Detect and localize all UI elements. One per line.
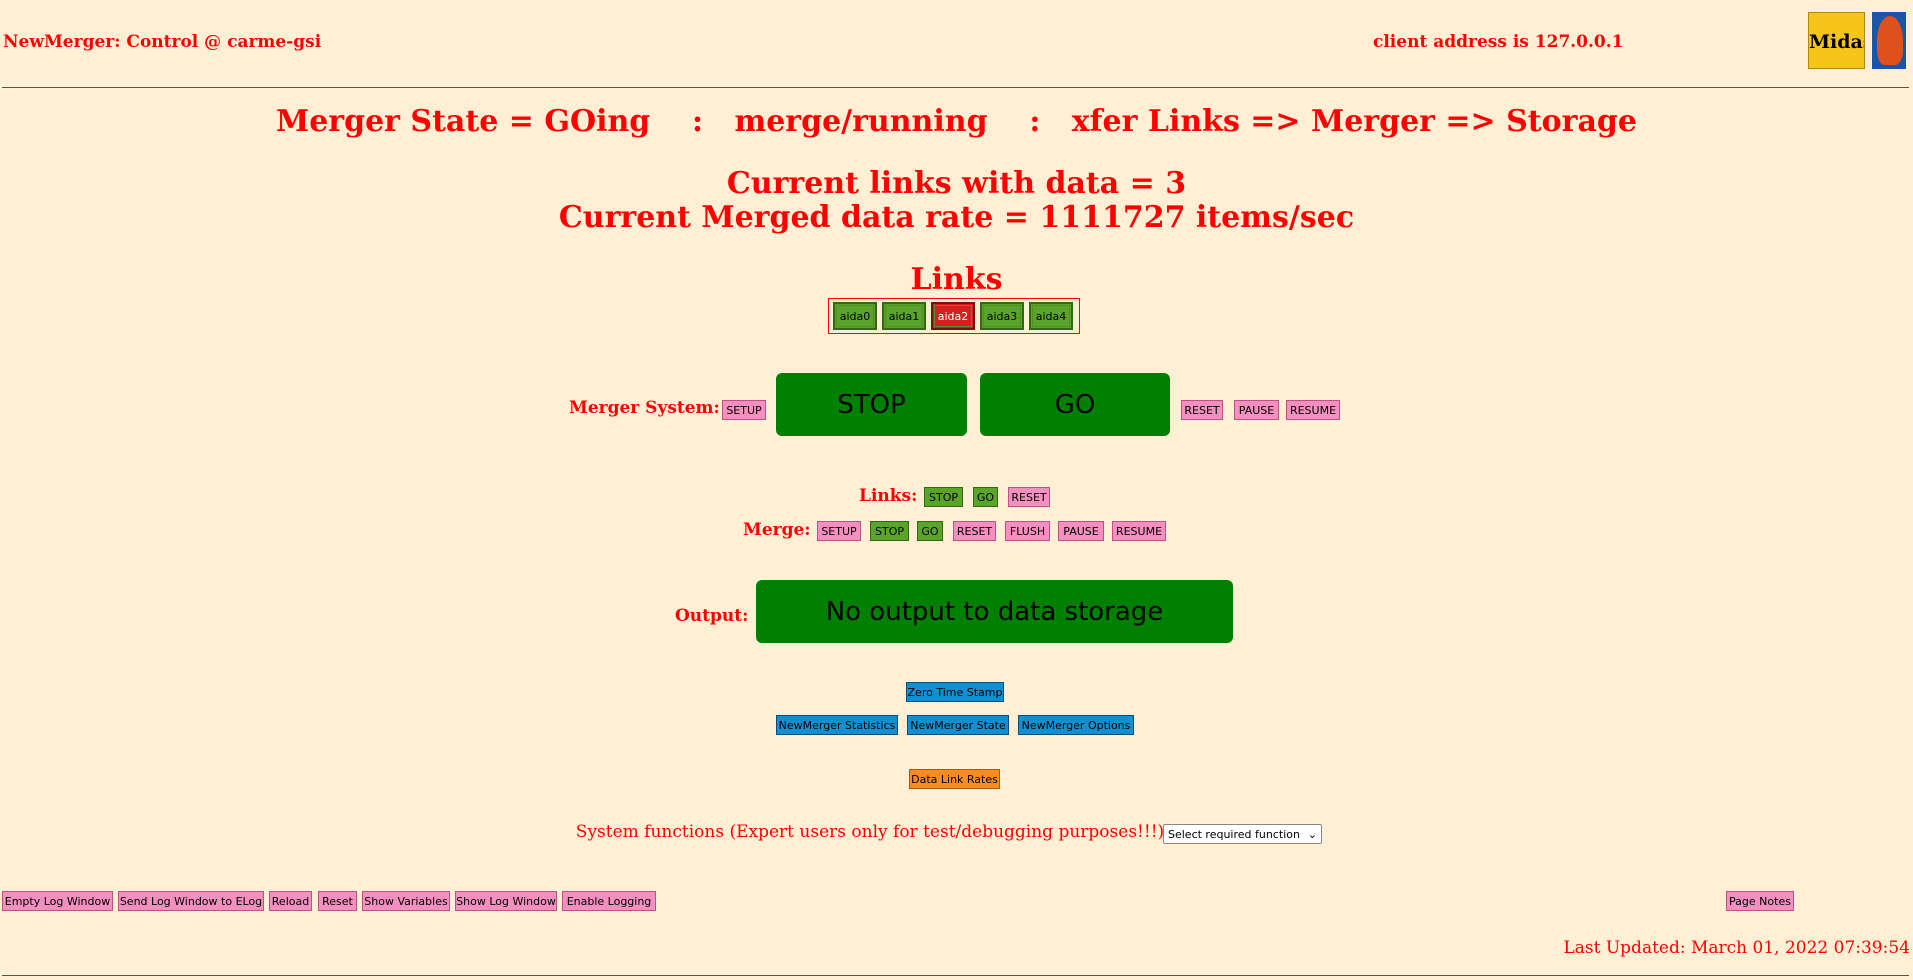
last-updated: Last Updated: March 01, 2022 07:39:54 — [1563, 938, 1910, 958]
send-log-to-elog-button[interactable]: Send Log Window to ELog — [118, 891, 264, 911]
bottom-divider — [2, 975, 1909, 976]
show-log-window-button[interactable]: Show Log Window — [455, 891, 557, 911]
newmerger-statistics-button[interactable]: NewMerger Statistics — [776, 715, 898, 735]
output-label: Output: — [675, 606, 749, 626]
link-aida2[interactable]: aida2 — [931, 302, 975, 330]
tcl-logo — [1872, 12, 1906, 69]
client-address: client address is 127.0.0.1 — [1373, 32, 1624, 52]
link-aida1[interactable]: aida1 — [882, 302, 926, 330]
output-status-button[interactable]: No output to data storage — [756, 580, 1233, 643]
merge-flush-button[interactable]: FLUSH — [1005, 521, 1050, 541]
midas-logo: Midas — [1808, 12, 1865, 69]
links-status-group: aida0 aida1 aida2 aida3 aida4 — [828, 298, 1080, 334]
system-functions-text: System functions (Expert users only for … — [0, 822, 1740, 842]
merger-setup-button[interactable]: SETUP — [722, 400, 766, 420]
chevron-down-icon: ⌄ — [1307, 827, 1317, 841]
merger-go-button[interactable]: GO — [980, 373, 1170, 436]
merge-go-button[interactable]: GO — [917, 521, 943, 541]
merge-control-label: Merge: — [743, 520, 811, 540]
merger-stop-button[interactable]: STOP — [776, 373, 967, 436]
merge-setup-button[interactable]: SETUP — [817, 521, 861, 541]
links-stop-button[interactable]: STOP — [924, 487, 963, 507]
links-control-label: Links: — [859, 486, 918, 506]
newmerger-state-button[interactable]: NewMerger State — [907, 715, 1009, 735]
show-variables-button[interactable]: Show Variables — [362, 891, 450, 911]
top-divider — [2, 87, 1909, 88]
merger-system-label: Merger System: — [569, 398, 720, 418]
reload-button[interactable]: Reload — [269, 891, 312, 911]
system-function-select-value: Select required function — [1168, 827, 1300, 841]
reset-button[interactable]: Reset — [318, 891, 357, 911]
links-go-button[interactable]: GO — [973, 487, 998, 507]
merge-resume-button[interactable]: RESUME — [1112, 521, 1166, 541]
links-with-data: Current links with data = 3 — [726, 166, 1187, 201]
page-notes-button[interactable]: Page Notes — [1726, 891, 1794, 911]
system-function-select[interactable]: Select required function ⌄ — [1163, 824, 1322, 844]
link-aida0[interactable]: aida0 — [833, 302, 877, 330]
system-functions-label: System functions (Expert users only for … — [575, 822, 1165, 842]
merge-pause-button[interactable]: PAUSE — [1058, 521, 1104, 541]
merger-pause-button[interactable]: PAUSE — [1234, 400, 1279, 420]
links-heading: Links — [910, 262, 1003, 297]
data-link-rates-button[interactable]: Data Link Rates — [909, 769, 1000, 789]
merger-reset-button[interactable]: RESET — [1181, 400, 1223, 420]
link-aida4[interactable]: aida4 — [1029, 302, 1073, 330]
newmerger-options-button[interactable]: NewMerger Options — [1018, 715, 1134, 735]
merged-data-rate: Current Merged data rate = 1111727 items… — [558, 200, 1355, 235]
merger-state: Merger State = GOing : merge/running : x… — [276, 104, 1637, 139]
links-reset-button[interactable]: RESET — [1008, 487, 1050, 507]
empty-log-window-button[interactable]: Empty Log Window — [2, 891, 113, 911]
merge-stop-button[interactable]: STOP — [870, 521, 909, 541]
page-title: NewMerger: Control @ carme-gsi — [3, 32, 322, 52]
link-aida3[interactable]: aida3 — [980, 302, 1024, 330]
enable-logging-button[interactable]: Enable Logging — [562, 891, 656, 911]
zero-time-stamp-button[interactable]: Zero Time Stamp — [906, 682, 1004, 702]
merge-reset-button[interactable]: RESET — [953, 521, 996, 541]
merger-resume-button[interactable]: RESUME — [1286, 400, 1340, 420]
